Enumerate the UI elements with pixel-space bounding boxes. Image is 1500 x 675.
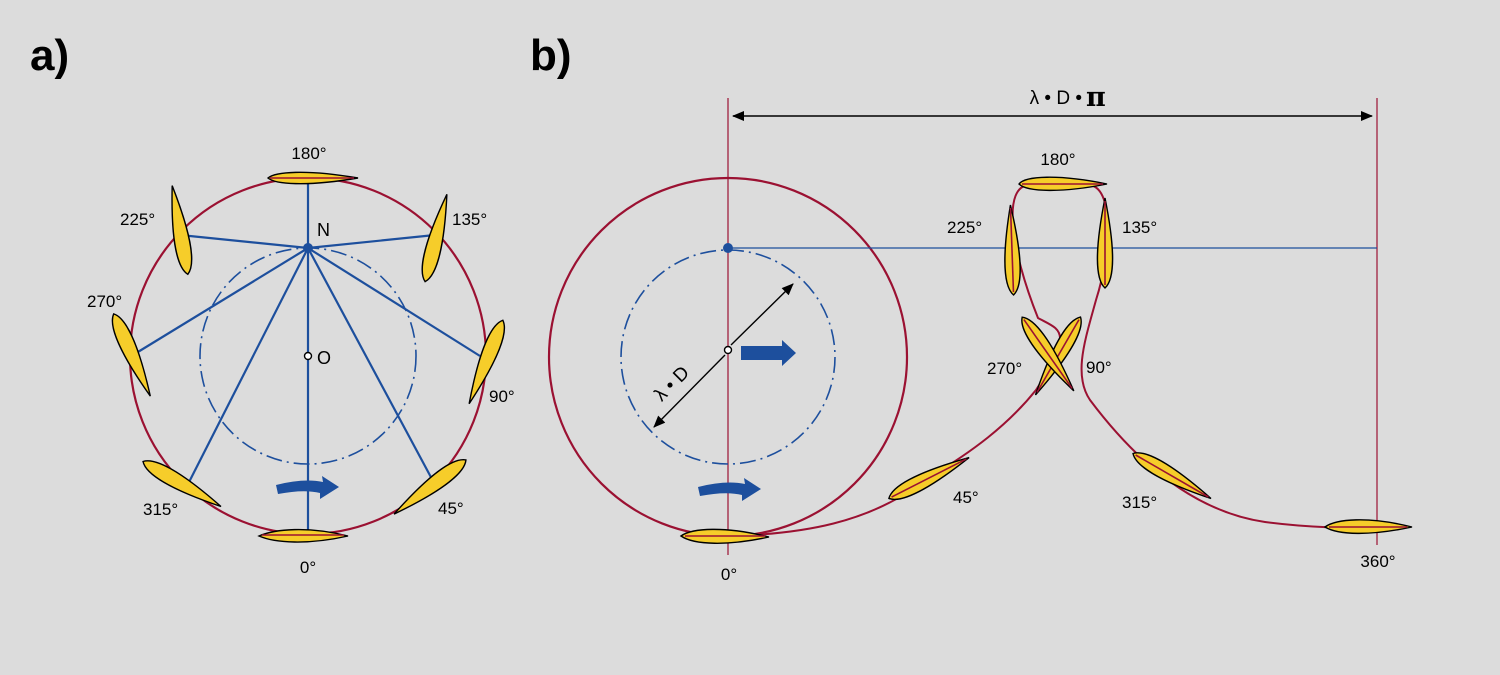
angle-label-90: 90° xyxy=(489,387,515,406)
rotation-arrow-b xyxy=(698,478,761,501)
blade-b-0 xyxy=(679,528,770,544)
blade-270 xyxy=(111,313,151,397)
steering-center-b xyxy=(723,243,733,253)
angle-label-b-45: 45° xyxy=(953,488,979,507)
angle-label-b-90: 90° xyxy=(1086,358,1112,377)
angle-label-225: 225° xyxy=(120,210,155,229)
blade-0 xyxy=(257,528,349,543)
ray-90 xyxy=(307,247,481,357)
blade-b-270 xyxy=(1021,316,1075,392)
blade-135 xyxy=(421,194,448,283)
angle-label-135: 135° xyxy=(452,210,487,229)
blade-90 xyxy=(468,319,506,405)
blade-b-180 xyxy=(1018,176,1108,192)
blade-shape xyxy=(421,194,448,283)
blade-315 xyxy=(142,460,222,508)
panel-b: b) λ • D • π λ • D xyxy=(530,31,1413,584)
ray-45 xyxy=(307,247,434,482)
point-n-label: N xyxy=(317,220,330,240)
blade-45 xyxy=(393,459,467,515)
angle-label-b-135: 135° xyxy=(1122,218,1157,237)
angle-label-b-360: 360° xyxy=(1360,552,1395,571)
blade-shape xyxy=(111,313,151,397)
rotor-center-b xyxy=(723,345,733,355)
blade-shape xyxy=(171,185,193,276)
blade-b-45 xyxy=(888,456,970,500)
blade-225 xyxy=(171,185,193,276)
angle-label-180: 180° xyxy=(291,144,326,163)
angle-label-b-270: 270° xyxy=(987,359,1022,378)
diameter-arrow-upper xyxy=(730,283,794,346)
angle-label-b-0: 0° xyxy=(721,565,737,584)
panel-a: a) N O xyxy=(30,31,515,577)
angle-label-45: 45° xyxy=(438,499,464,518)
angle-label-0: 0° xyxy=(300,558,316,577)
advance-arrow xyxy=(741,340,796,366)
rotor-center-o xyxy=(303,351,313,361)
pitch-dimension-pi: π xyxy=(1086,82,1106,113)
angle-label-b-225: 225° xyxy=(947,218,982,237)
ray-135 xyxy=(307,233,436,250)
ray-225 xyxy=(179,233,309,250)
angle-label-315: 315° xyxy=(143,500,178,519)
blade-180 xyxy=(266,171,359,185)
rotation-arrow xyxy=(276,476,339,499)
blade-b-360 xyxy=(1323,519,1413,535)
steering-center-n xyxy=(303,243,313,253)
blade-shape xyxy=(393,459,467,515)
ray-270 xyxy=(132,247,309,356)
angle-label-b-180: 180° xyxy=(1040,150,1075,169)
panel-b-label: b) xyxy=(530,31,572,80)
diameter-label: λ • D xyxy=(650,362,693,405)
blade-b-90 xyxy=(1034,316,1082,396)
blade-shape xyxy=(468,319,506,405)
diameter-arrow-lower xyxy=(653,354,726,428)
panel-a-label: a) xyxy=(30,31,69,80)
steering-rays xyxy=(132,178,481,534)
blade-shape xyxy=(257,528,349,543)
blade-b-315 xyxy=(1132,452,1212,500)
blade-b-135 xyxy=(1096,197,1114,289)
angle-label-270: 270° xyxy=(87,292,122,311)
blade-shape xyxy=(142,460,222,508)
angle-label-b-315: 315° xyxy=(1122,493,1157,512)
pitch-dimension-label: λ • D • xyxy=(1030,88,1082,109)
point-o-label: O xyxy=(317,348,331,368)
control-circle-b xyxy=(620,249,836,465)
ray-315 xyxy=(184,247,309,491)
blade-b-225 xyxy=(1004,204,1021,296)
